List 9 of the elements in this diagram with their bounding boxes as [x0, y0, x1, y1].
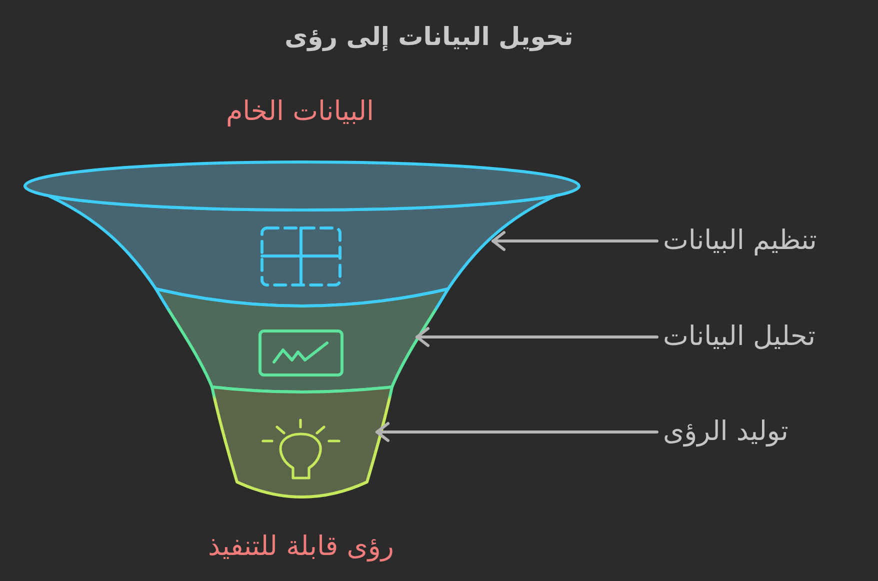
stage-label: توليد الرؤى — [663, 415, 788, 449]
funnel-caption: رؤى قابلة للتنفيذ — [208, 530, 394, 564]
diagram-title: تحويل البيانات إلى رؤى — [284, 21, 574, 54]
arrow — [492, 231, 658, 251]
arrow — [376, 422, 658, 442]
stage-label: تنظيم البيانات — [663, 224, 817, 258]
funnel-caption: البيانات الخام — [226, 95, 374, 129]
stage-label: تحليل البيانات — [663, 320, 816, 354]
arrow — [416, 327, 658, 347]
